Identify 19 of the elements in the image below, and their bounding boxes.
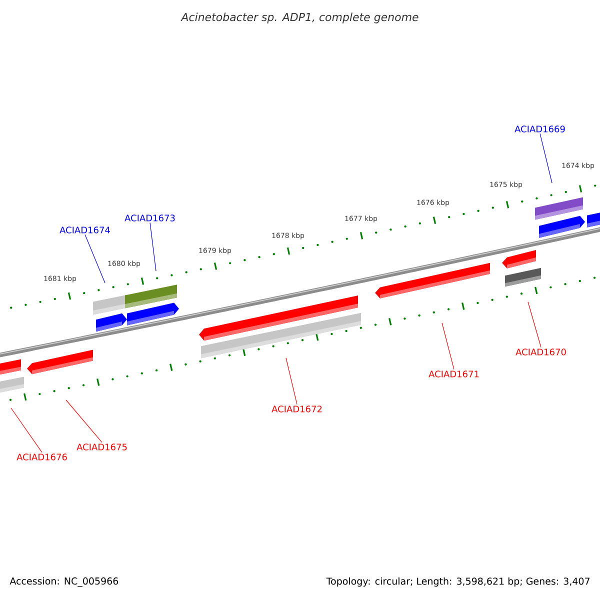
gene-label: ACIAD1675 <box>76 444 127 450</box>
gene-label: ACIAD1669 <box>514 126 565 132</box>
leader-line <box>150 222 156 272</box>
gene-label: ACIAD1672 <box>272 406 322 412</box>
gene-label: ACIAD1671 <box>428 370 479 378</box>
leader-line <box>528 302 542 348</box>
leader-line <box>10 408 42 453</box>
leader-line <box>442 322 454 370</box>
title: Acinetobacter sp. ADP1, complete genome <box>180 12 418 24</box>
footer-text: Accession: NC_005966 <box>10 577 118 587</box>
gene-label: ACIAD1674 <box>60 226 110 234</box>
gene-label: ACIAD1673 <box>124 214 175 222</box>
leader-line <box>540 133 552 184</box>
gene-label: ACIAD1670 <box>516 348 566 356</box>
leader-line <box>84 234 106 284</box>
footer-text: Topology: circular; Length: 3,598,621 bp; Genes: 3,407 <box>326 577 590 587</box>
leader-line <box>66 400 102 443</box>
gene-label: ACIAD1676 <box>16 454 67 460</box>
leader-line <box>286 358 298 405</box>
